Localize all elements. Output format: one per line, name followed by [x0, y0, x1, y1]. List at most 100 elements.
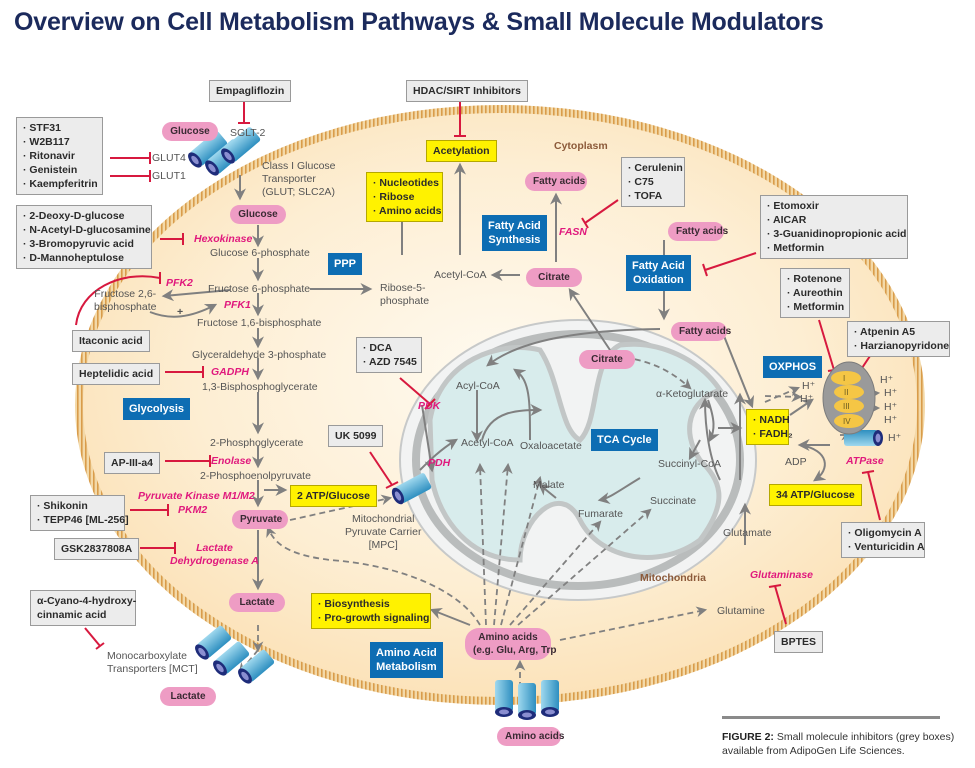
- enzyme-pyruvate-kinase[interactable]: Pyruvate Kinase M1/M2: [138, 490, 255, 502]
- product-label: Ribose: [373, 190, 436, 204]
- label-2-phosphoenolpyruvate: 2-Phosphoenolpyruvate: [200, 470, 311, 482]
- pathway-label: Fatty Acid: [632, 260, 685, 272]
- enzyme-hexokinase[interactable]: Hexokinase: [194, 233, 253, 245]
- enzyme-pkm2[interactable]: PKM2: [178, 504, 208, 516]
- metabolite-fatty-acids-synthesis[interactable]: Fatty acids: [525, 172, 587, 191]
- label-h-plus: H⁺: [884, 414, 898, 426]
- enzyme-pdk[interactable]: PDK: [418, 400, 441, 412]
- inhibitor-name: C75: [628, 175, 678, 189]
- inhibitor-name: STF31: [23, 121, 96, 135]
- inhibitor-name: UK 5099: [335, 430, 377, 442]
- mct-transporter-icon: [195, 625, 275, 684]
- enzyme-pfk1[interactable]: PFK1: [224, 299, 251, 311]
- inhibitor-name: BPTES: [781, 636, 817, 648]
- product-label: 2 ATP/Glucose: [297, 490, 370, 502]
- inhibitor-name: Empagliflozin: [216, 85, 285, 97]
- inhibitor-box-complex-ii[interactable]: Atpenin A5 Harzianopyridone: [847, 321, 950, 357]
- enzyme-gadph[interactable]: GADPH: [211, 366, 249, 378]
- product-label: NADH: [753, 413, 789, 427]
- inhibitor-name: 3-Bromopyruvic acid: [23, 237, 145, 251]
- metabolite-glucose-extracellular[interactable]: Glucose: [162, 122, 218, 141]
- metabolite-fatty-acids-mitochondria[interactable]: Fatty acids: [671, 322, 731, 341]
- mitochondria-matrix: [427, 341, 724, 563]
- enzyme-glutaminase[interactable]: Glutaminase: [750, 569, 814, 581]
- product-box-2-atp: 2 ATP/Glucose: [290, 485, 377, 507]
- inhibitor-box-gsk2837808a[interactable]: GSK2837808A: [54, 538, 140, 560]
- metabolite-lactate-extracellular[interactable]: Lactate: [160, 687, 216, 706]
- label-glucose-6-phosphate: Glucose 6-phosphate: [210, 247, 310, 259]
- product-box-acetylation: Acetylation: [426, 140, 497, 162]
- metabolite-lactate-intracellular[interactable]: Lactate: [229, 593, 285, 612]
- inhibitor-box-hexokinase[interactable]: 2-Deoxy-D-glucose N-Acetyl-D-glucosamine…: [16, 205, 152, 269]
- metabolite-pyruvate[interactable]: Pyruvate: [232, 510, 288, 529]
- metabolite-glucose-intracellular[interactable]: Glucose: [230, 205, 286, 224]
- product-label: Nucleotides: [373, 176, 439, 190]
- metabolite-amino-acids-intracellular[interactable]: Amino acids(e.g. Glu, Arg, Trp: [465, 628, 557, 660]
- inhibitor-box-mct[interactable]: α-Cyano-4-hydroxy- cinnamic acid: [30, 590, 136, 626]
- inhibitor-box-pdk[interactable]: DCA AZD 7545: [356, 337, 422, 373]
- enzyme-fasn[interactable]: FASN: [559, 226, 588, 238]
- page-title: Overview on Cell Metabolism Pathways & S…: [14, 8, 824, 36]
- inhibitor-box-heptelidic-acid[interactable]: Heptelidic acid: [72, 363, 161, 385]
- enzyme-pdh[interactable]: PDH: [428, 457, 451, 469]
- label-2-phosphoglycerate: 2-Phosphoglycerate: [210, 437, 304, 449]
- inhibitor-box-itaconic-acid[interactable]: Itaconic acid: [72, 330, 150, 352]
- inhibitor-box-uk5099[interactable]: UK 5099: [328, 425, 384, 447]
- pathway-label: OXPHOS: [769, 361, 817, 373]
- enzyme-enolase[interactable]: Enolase: [211, 455, 252, 467]
- label-fructose-2-6-bisphosphate: Fructose 2,6-bisphosphate: [94, 288, 157, 313]
- metabolite-citrate-cytoplasm[interactable]: Citrate: [526, 268, 582, 287]
- inhibitor-box-ap-iii-a4[interactable]: AP-III-a4: [104, 452, 161, 474]
- inhibitor-box-complex-i[interactable]: Rotenone Aureothin Metformin: [780, 268, 850, 318]
- inhibitor-name: α-Cyano-4-hydroxy-: [37, 595, 137, 607]
- product-label: Acetylation: [433, 145, 490, 157]
- enzyme-atpase[interactable]: ATPase: [846, 455, 884, 467]
- inhibitor-name: AICAR: [767, 213, 901, 227]
- pathway-oxphos[interactable]: OXPHOS: [763, 356, 823, 378]
- inhibitor-box-fasn[interactable]: Cerulenin C75 TOFA: [621, 157, 685, 207]
- product-box-nadh-fadh2: NADH FADH₂: [746, 409, 793, 445]
- metabolite-citrate-mitochondria[interactable]: Citrate: [579, 350, 635, 369]
- label-1-3-bisphosphoglycerate: 1,3-Bisphosphoglycerate: [202, 381, 318, 393]
- inhibitor-box-atpase[interactable]: Oligomycin A Venturicidin A: [841, 522, 925, 558]
- label-complex-i: I: [843, 374, 846, 383]
- label-acetyl-coa-mitochondria: Acetyl-CoA: [461, 437, 514, 449]
- label-ribose-5-phosphate: Ribose-5-phosphate: [380, 282, 430, 307]
- pathway-label: Glycolysis: [129, 403, 185, 415]
- inhibitor-box-bptes[interactable]: BPTES: [774, 631, 824, 653]
- inhibitor-box-empagliflozin[interactable]: Empagliflozin: [209, 80, 292, 102]
- pathway-glycolysis[interactable]: Glycolysis: [123, 398, 191, 420]
- inhibitor-name: TEPP46 [ML-256]: [37, 513, 128, 527]
- inhibitor-name: Ritonavir: [23, 149, 96, 163]
- inhibitor-name: Rotenone: [787, 272, 843, 286]
- inhibitor-box-fatty-acid-oxidation[interactable]: Etomoxir AICAR 3-Guanidinopropionic acid…: [760, 195, 908, 259]
- label-acetyl-coa-cytoplasm: Acetyl-CoA: [434, 269, 487, 281]
- inhibitor-box-hdac[interactable]: HDAC/SIRT Inhibitors: [406, 80, 528, 102]
- inhibitor-name: GSK2837808A: [61, 543, 133, 555]
- inhibitor-name: HDAC/SIRT Inhibitors: [413, 85, 521, 97]
- mpc-transporter-icon: [391, 473, 432, 505]
- enzyme-pfk2[interactable]: PFK2: [166, 277, 193, 289]
- label-plus: +: [177, 306, 184, 318]
- caption-text: Small molecule inhibitors (grey boxes): [773, 731, 955, 743]
- label-fumarate: Fumarate: [578, 508, 623, 520]
- label-glut1: GLUT1: [152, 170, 186, 182]
- product-label: 34 ATP/Glucose: [776, 489, 855, 501]
- pathway-tca-cycle[interactable]: TCA Cycle: [591, 429, 658, 451]
- inhibitor-box-pkm2[interactable]: Shikonin TEPP46 [ML-256]: [30, 495, 129, 531]
- metabolite-amino-acids-extracellular[interactable]: Amino acids: [497, 727, 564, 746]
- label-succinyl-coa: Succinyl-CoA: [658, 458, 722, 470]
- metabolite-fatty-acids-oxidation[interactable]: Fatty acids: [668, 222, 728, 241]
- inhibitor-name: DCA: [363, 341, 415, 355]
- label-glyceraldehyde-3-phosphate: Glyceraldehyde 3-phosphate: [192, 349, 327, 361]
- inhibitor-box-glut[interactable]: STF31 W2B117 Ritonavir Genistein Kaempfe…: [16, 117, 103, 195]
- label-adp: ADP: [785, 456, 807, 468]
- pathway-label: Metabolism: [376, 661, 437, 673]
- pathway-ppp[interactable]: PPP: [328, 253, 363, 275]
- inhibitor-name: Metformin: [767, 241, 901, 255]
